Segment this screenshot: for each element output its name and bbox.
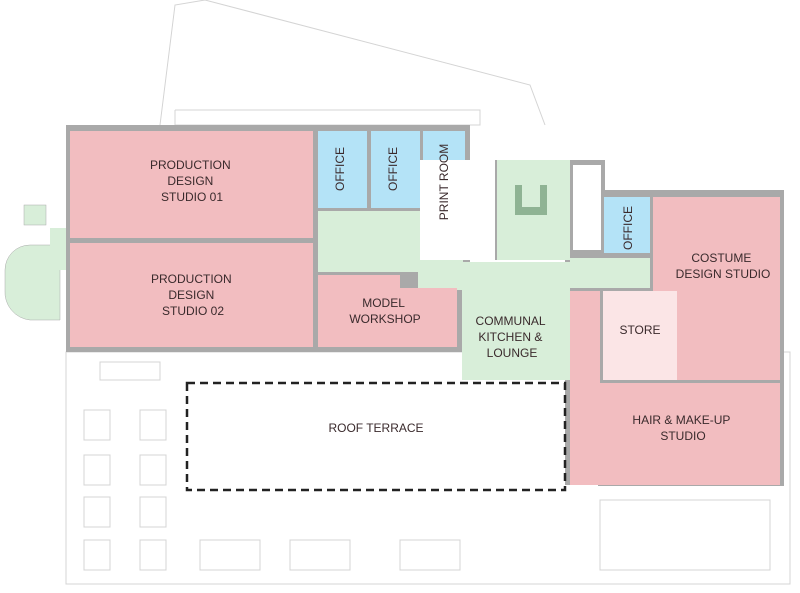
label-office-1: OFFICE <box>333 147 347 191</box>
label-kitchen: COMMUNAL KITCHEN & LOUNGE <box>476 314 549 360</box>
corridor <box>318 211 650 380</box>
label-model-workshop: MODEL WORKSHOP <box>349 296 420 326</box>
room-store <box>603 291 677 380</box>
room-production-design-studio-02 <box>70 243 313 347</box>
room-labels: PRODUCTION DESIGN STUDIO 01 PRODUCTION D… <box>150 144 770 443</box>
label-print-room: PRINT ROOM <box>437 144 451 220</box>
label-costume: COSTUME DESIGN STUDIO <box>676 251 771 281</box>
room-production-design-studio-01 <box>70 131 313 238</box>
toilets-right <box>573 165 601 250</box>
label-pds01: PRODUCTION DESIGN STUDIO 01 <box>150 158 234 204</box>
room-model-workshop <box>318 275 457 347</box>
label-pds02: PRODUCTION DESIGN STUDIO 02 <box>151 272 235 318</box>
label-hair: HAIR & MAKE-UP STUDIO <box>632 413 733 443</box>
room-hair-makeup-studio <box>570 291 780 485</box>
label-roof-terrace: ROOF TERRACE <box>328 421 423 435</box>
room-office-2 <box>371 131 420 208</box>
label-office-3: OFFICE <box>621 206 635 250</box>
external-stair <box>4 204 66 321</box>
label-store: STORE <box>619 323 660 337</box>
label-office-2: OFFICE <box>386 147 400 191</box>
roof-terrace <box>185 381 567 492</box>
rooms <box>70 131 780 492</box>
room-office-1 <box>318 131 367 208</box>
room-office-3 <box>604 197 650 253</box>
